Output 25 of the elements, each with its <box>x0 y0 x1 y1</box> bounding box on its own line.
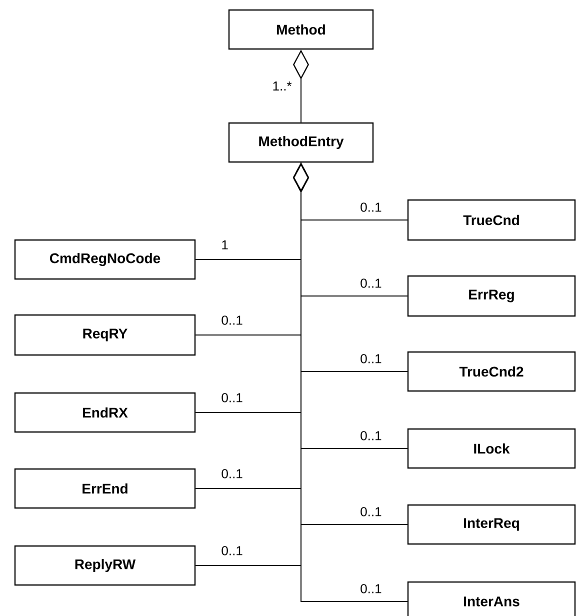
multiplicity-label: 1..* <box>273 82 292 90</box>
multiplicity-label: 1 <box>222 240 228 250</box>
class-box: Method <box>228 9 374 50</box>
multiplicity-label: 0..1 <box>222 546 242 556</box>
class-box: InterReq <box>407 504 576 545</box>
class-box: ErrReg <box>407 275 576 317</box>
multiplicity-label: 0..1 <box>360 202 382 212</box>
multiplicity-label: 0..1 <box>222 316 242 325</box>
multiplicity-label: 0..1 <box>360 354 382 364</box>
class-box: ReqRY <box>14 314 196 356</box>
multiplicity-label: 0..1 <box>360 584 382 594</box>
class-box: ErrEnd <box>14 468 196 509</box>
class-box: TrueCnd2 <box>407 351 576 392</box>
class-box: ILock <box>407 428 576 469</box>
multiplicity-label: 0..1 <box>222 393 242 402</box>
class-box: InterAns <box>407 581 576 616</box>
class-box: MethodEntry <box>228 122 374 163</box>
multiplicity-label: 0..1 <box>360 278 382 288</box>
multiplicity-label: 0..1 <box>360 507 382 516</box>
class-box: ReplyRW <box>14 545 196 586</box>
class-box: EndRX <box>14 392 196 433</box>
multiplicity-label: 0..1 <box>360 431 382 440</box>
class-box: CmdRegNoCode <box>14 239 196 280</box>
multiplicity-label: 0..1 <box>222 469 242 478</box>
class-box: TrueCnd <box>407 199 576 241</box>
